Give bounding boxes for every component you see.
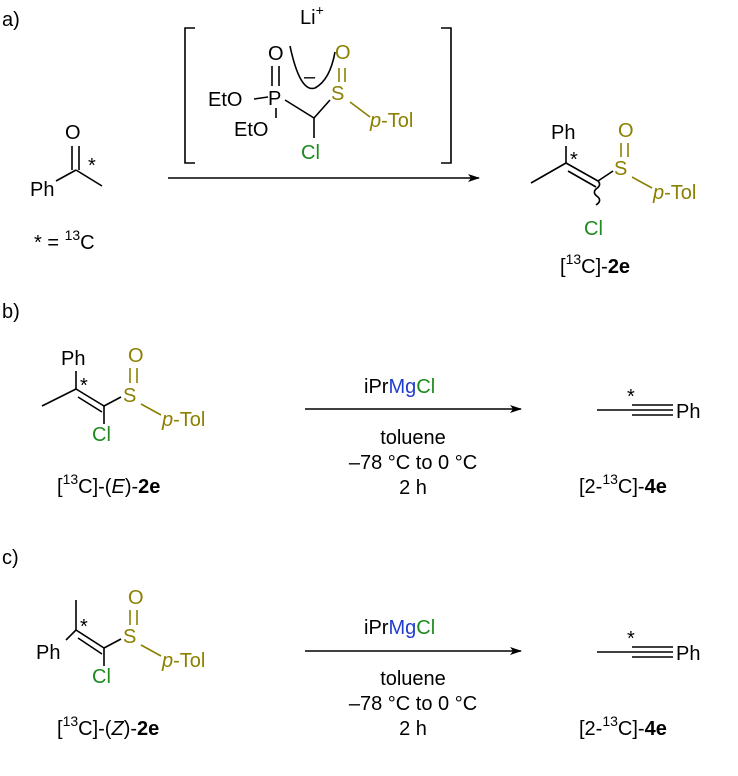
alkyne-c: * Ph — [597, 628, 700, 665]
solvent-c: toluene — [380, 668, 446, 690]
phosphonate-reagent: Li+ O P EtO EtO – Cl S O p-Tol — [184, 2, 452, 164]
sm-z-sulfur: S — [123, 626, 136, 648]
sm-z-phenyl: Ph — [36, 642, 60, 664]
product-label-a: [13C]-2e — [560, 251, 630, 278]
ketone-oxygen: O — [65, 122, 81, 144]
ethoxy-2: EtO — [234, 119, 268, 141]
reagent-chlorine: Cl — [301, 142, 320, 164]
sm-e-2e: Ph * Cl S O p-Tol — [41, 345, 205, 446]
sm-z-star: * — [80, 616, 88, 638]
product-chlorine: Cl — [584, 218, 603, 240]
sm-z-sulfinyl-oxygen: O — [128, 587, 144, 609]
sm-e-sulfur: S — [123, 385, 136, 407]
carbanion-charge: – — [304, 66, 316, 88]
sm-e-phenyl: Ph — [61, 348, 85, 370]
alkyne-b-star: * — [627, 386, 635, 408]
panel-a: a) O Ph * * = 13C Li+ O P EtO EtO — [2, 2, 696, 278]
sm-z-tolyl: p-Tol — [161, 650, 205, 672]
acetophenone: O Ph * — [30, 122, 103, 201]
phosphorus-atom: P — [268, 88, 281, 110]
alkyne-c-star: * — [627, 628, 635, 650]
panel-b-label: b) — [2, 301, 20, 323]
sm-label-c: [13C]-(Z)-2e — [57, 713, 159, 740]
temperature-b: –78 °C to 0 °C — [349, 452, 477, 474]
label-star-ketone: * — [88, 155, 96, 177]
alkyne-b: * Ph — [597, 386, 700, 423]
panel-c: c) * Ph Cl S O p-Tol [13C]-(Z)-2e iPrMgC… — [2, 547, 700, 740]
product-label-c: [2-13C]-4e — [579, 713, 667, 740]
product-2e: Ph * Cl S O p-Tol — [530, 120, 696, 240]
panel-b: b) Ph * Cl S O p-Tol [13C]-(E)-2e iPrMgC… — [2, 301, 700, 499]
sm-label-b: [13C]-(E)-2e — [57, 471, 160, 498]
sm-e-tolyl: p-Tol — [161, 409, 205, 431]
reagent-tolyl: p-Tol — [369, 110, 413, 132]
product-sulfinyl-oxygen: O — [618, 120, 634, 142]
product-label-b: [2-13C]-4e — [579, 471, 667, 498]
lithium-cation: Li+ — [300, 2, 324, 29]
product-phenyl: Ph — [551, 122, 575, 144]
time-b: 2 h — [399, 477, 427, 499]
product-tolyl: p-Tol — [652, 182, 696, 204]
isotope-legend: * = 13C — [34, 227, 95, 254]
phosphonate-oxygen: O — [268, 43, 284, 65]
temperature-c: –78 °C to 0 °C — [349, 693, 477, 715]
alkyne-c-phenyl: Ph — [676, 643, 700, 665]
sm-e-chlorine: Cl — [92, 424, 111, 446]
time-c: 2 h — [399, 718, 427, 740]
reagent-sulfinyl-oxygen: O — [335, 42, 351, 64]
product-sulfur: S — [614, 158, 627, 180]
ethoxy-1: EtO — [208, 89, 242, 111]
sm-e-star: * — [80, 375, 88, 397]
reagent-sulfur: S — [331, 83, 344, 105]
label-star-product: * — [570, 149, 578, 171]
solvent-b: toluene — [380, 427, 446, 449]
panel-c-label: c) — [2, 547, 19, 569]
reagent-c: iPrMgCl — [364, 617, 435, 639]
ketone-phenyl: Ph — [30, 179, 54, 201]
alkyne-b-phenyl: Ph — [676, 401, 700, 423]
reagent-b: iPrMgCl — [364, 376, 435, 398]
panel-a-label: a) — [2, 9, 20, 31]
sm-z-2e: * Ph Cl S O p-Tol — [36, 587, 205, 688]
sm-e-sulfinyl-oxygen: O — [128, 345, 144, 367]
sm-z-chlorine: Cl — [92, 666, 111, 688]
